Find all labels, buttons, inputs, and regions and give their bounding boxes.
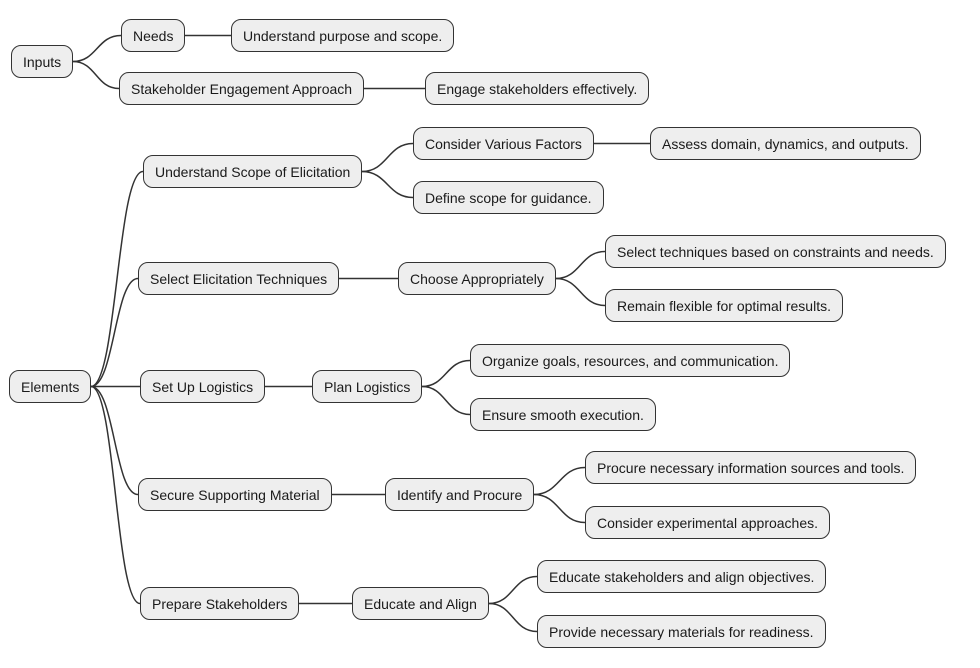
mindmap-node-set_up_logistics: Set Up Logistics	[140, 370, 266, 403]
edge-educate_align-to-provide_necessary	[488, 602, 538, 633]
node-label: Select techniques based on constraints a…	[617, 243, 934, 260]
mindmap-node-select_elicitation: Select Elicitation Techniques	[138, 262, 340, 295]
mindmap-node-choose_appropriately: Choose Appropriately	[398, 262, 556, 295]
node-label: Educate stakeholders and align objective…	[549, 568, 815, 585]
edge-inputs-to-stakeholder_engagement	[72, 60, 120, 90]
mindmap-node-procure_necessary: Procure necessary information sources an…	[585, 451, 917, 484]
mindmap-node-secure_supporting: Secure Supporting Material	[138, 478, 332, 511]
edge-plan_logistics-to-organize_goals	[421, 359, 471, 388]
mindmap-node-consider_experimental: Consider experimental approaches.	[585, 506, 831, 539]
node-label: Remain flexible for optimal results.	[617, 297, 831, 314]
edge-elements-to-secure_supporting	[90, 385, 139, 496]
node-label: Understand Scope of Elicitation	[155, 163, 351, 180]
edge-educate_align-to-educate_stakeholders	[488, 575, 538, 605]
edge-elements-to-select_elicitation	[90, 277, 139, 388]
node-label: Choose Appropriately	[410, 270, 544, 287]
mindmap-node-understand_scope: Understand Scope of Elicitation	[143, 155, 363, 188]
mindmap-node-elements: Elements	[9, 370, 92, 403]
node-label: Consider experimental approaches.	[597, 514, 819, 531]
node-label: Set Up Logistics	[152, 378, 254, 395]
node-label: Secure Supporting Material	[150, 486, 320, 503]
node-label: Organize goals, resources, and communica…	[482, 352, 779, 369]
mindmap-node-consider_various: Consider Various Factors	[413, 127, 594, 160]
mindmap-node-educate_stakeholders: Educate stakeholders and align objective…	[537, 560, 827, 593]
mindmap-node-select_techniques: Select techniques based on constraints a…	[605, 235, 946, 268]
mindmap-node-stakeholder_engagement: Stakeholder Engagement Approach	[119, 72, 365, 105]
node-label: Understand purpose and scope.	[243, 27, 443, 44]
edge-identify_procure-to-procure_necessary	[533, 466, 586, 496]
edge-elements-to-understand_scope	[90, 170, 144, 388]
mindmap-node-prepare_stakeholders: Prepare Stakeholders	[140, 587, 300, 620]
node-label: Procure necessary information sources an…	[597, 459, 905, 476]
edge-inputs-to-needs	[72, 34, 122, 63]
node-label: Needs	[133, 27, 174, 44]
node-label: Prepare Stakeholders	[152, 595, 288, 612]
node-label: Consider Various Factors	[425, 135, 582, 152]
mindmap-node-organize_goals: Organize goals, resources, and communica…	[470, 344, 791, 377]
edge-identify_procure-to-consider_experimental	[533, 493, 586, 524]
edge-understand_scope-to-define_scope	[361, 170, 414, 199]
mindmap-node-inputs: Inputs	[11, 45, 74, 78]
mindmap-node-needs: Needs	[121, 19, 186, 52]
mindmap-node-ensure_smooth: Ensure smooth execution.	[470, 398, 656, 431]
mindmap-node-assess_domain: Assess domain, dynamics, and outputs.	[650, 127, 921, 160]
edge-plan_logistics-to-ensure_smooth	[421, 385, 471, 416]
mindmap-node-define_scope: Define scope for guidance.	[413, 181, 604, 214]
node-label: Inputs	[23, 53, 62, 70]
edge-choose_appropriately-to-select_techniques	[555, 250, 606, 280]
node-label: Plan Logistics	[324, 378, 411, 395]
edge-understand_scope-to-consider_various	[361, 142, 414, 173]
node-label: Elements	[21, 378, 80, 395]
mindmap-node-educate_align: Educate and Align	[352, 587, 489, 620]
edge-elements-to-prepare_stakeholders	[90, 385, 141, 605]
node-label: Define scope for guidance.	[425, 189, 592, 206]
node-label: Provide necessary materials for readines…	[549, 623, 814, 640]
node-label: Engage stakeholders effectively.	[437, 80, 638, 97]
edge-choose_appropriately-to-remain_flexible	[555, 277, 606, 307]
node-label: Stakeholder Engagement Approach	[131, 80, 353, 97]
node-label: Identify and Procure	[397, 486, 523, 503]
mindmap-node-plan_logistics: Plan Logistics	[312, 370, 423, 403]
node-label: Assess domain, dynamics, and outputs.	[662, 135, 909, 152]
mindmap-node-provide_necessary: Provide necessary materials for readines…	[537, 615, 826, 648]
mindmap-node-remain_flexible: Remain flexible for optimal results.	[605, 289, 843, 322]
mindmap-node-understand_purpose: Understand purpose and scope.	[231, 19, 455, 52]
node-label: Ensure smooth execution.	[482, 406, 644, 423]
mindmap-node-identify_procure: Identify and Procure	[385, 478, 535, 511]
node-label: Select Elicitation Techniques	[150, 270, 328, 287]
node-label: Educate and Align	[364, 595, 477, 612]
mindmap-node-engage_stakeholders: Engage stakeholders effectively.	[425, 72, 650, 105]
